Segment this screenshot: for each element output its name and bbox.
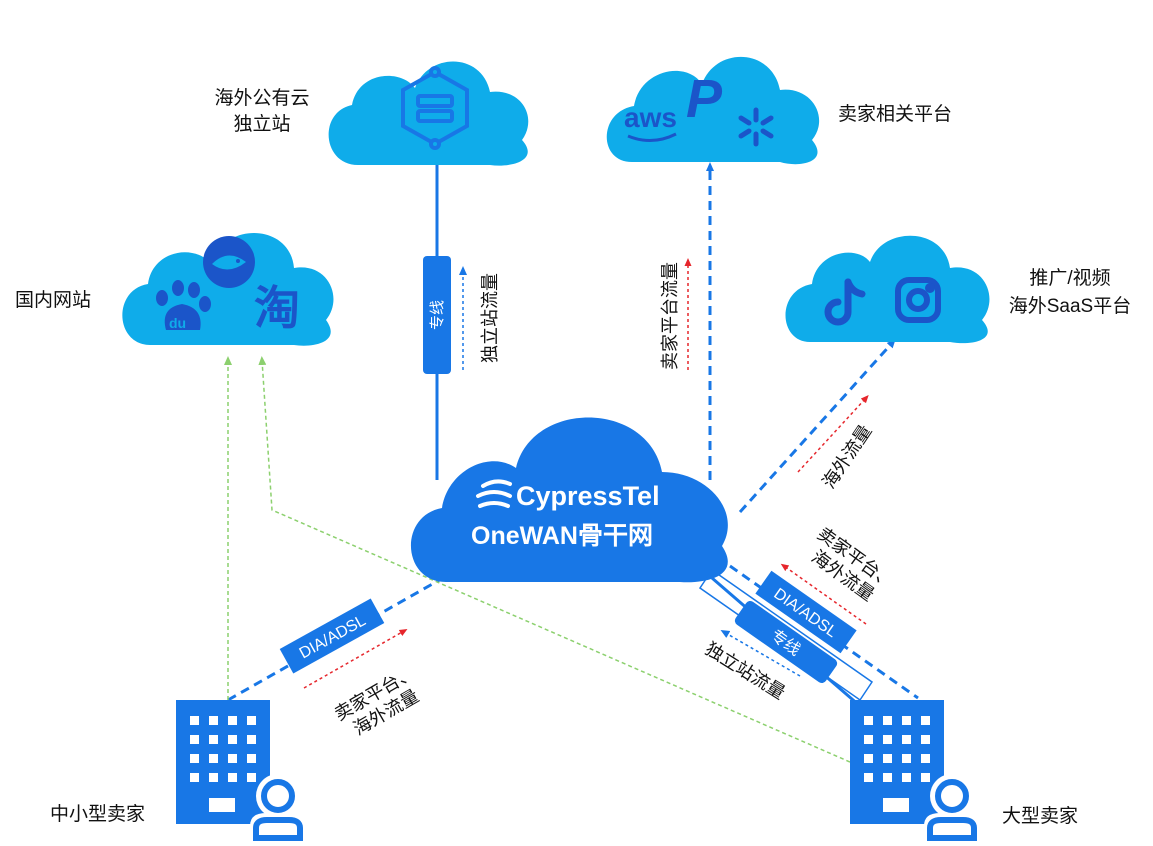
overseas-flow-label: 海外流量	[819, 421, 876, 492]
large-seller-building-icon	[850, 700, 980, 840]
green-link-large	[258, 356, 851, 763]
dia-adsl-left-tag: DIA/ADSL	[279, 598, 385, 674]
promo-saas-cloud	[785, 235, 990, 344]
backbone-brand: CypressTel	[516, 481, 660, 511]
dedicated-line-top-tag: 专线	[423, 256, 451, 374]
top-seller-flow-label: 卖家平台流量	[660, 262, 680, 370]
domestic-sites-label: 国内网站	[15, 289, 91, 311]
large-seller-label: 大型卖家	[1002, 805, 1078, 827]
walmart-spark-icon	[738, 107, 774, 147]
small-seller-building-icon	[176, 700, 306, 840]
top-independent-flow-label: 独立站流量	[480, 273, 500, 363]
overseas-flow-arrow	[797, 395, 869, 473]
taobao-icon: 淘	[254, 282, 300, 334]
paypal-icon: P	[686, 69, 723, 129]
overseas-cloud-label-line1: 海外公有云	[214, 87, 309, 109]
right-seller-flow-arrow	[780, 563, 867, 625]
overseas-saas-link	[738, 339, 896, 514]
small-seller-label: 中小型卖家	[50, 803, 145, 825]
baidu-paw-icon: du	[156, 280, 211, 331]
seller-platform-cloud: aws P	[606, 56, 820, 165]
promo-saas-label-line1: 推广/视频	[1029, 267, 1110, 289]
aws-logo: aws	[624, 102, 677, 133]
overseas-cloud	[328, 61, 529, 166]
domestic-cloud: du 淘	[122, 232, 334, 346]
tiktok-icon	[824, 278, 866, 326]
instagram-icon	[895, 277, 941, 323]
svg-text:du: du	[169, 315, 186, 331]
cypresstel-logo-icon	[476, 479, 512, 508]
seller-platform-label: 卖家相关平台	[838, 103, 952, 125]
left-seller-flow-label: 卖家平台、 海外流量	[331, 662, 422, 739]
backbone-subtitle: OneWAN骨干网	[471, 522, 653, 550]
right-seller-flow-label: 卖家平台、 海外流量	[808, 523, 898, 605]
right-independent-flow-arrow	[720, 629, 801, 677]
overseas-cloud-label-line2: 独立站	[233, 113, 290, 135]
left-seller-flow-arrow	[303, 629, 408, 689]
promo-saas-label-line2: 海外SaaS平台	[1009, 295, 1131, 317]
fish-icon	[203, 236, 255, 288]
svg-text:专线: 专线	[429, 300, 446, 330]
server-hexagon-icon	[401, 66, 469, 150]
aws-smile	[627, 132, 677, 142]
backbone-cloud: CypressTel OneWAN骨干网	[410, 417, 728, 583]
